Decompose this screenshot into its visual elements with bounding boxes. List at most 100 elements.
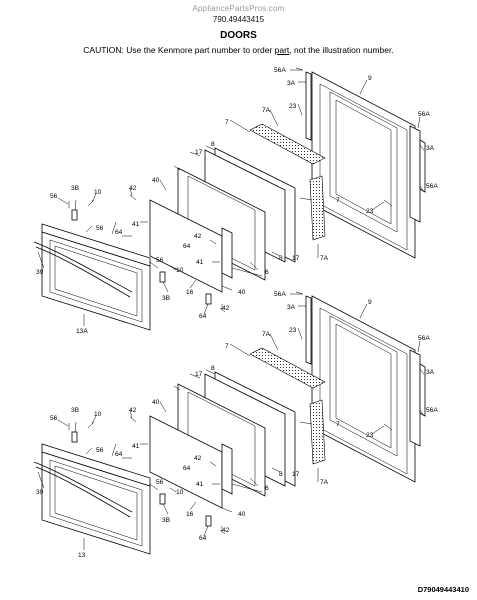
- upper-label-3b-b: 3B: [162, 295, 171, 302]
- upper-screw-42: [129, 194, 137, 201]
- lower-label-8-top: 8: [211, 365, 215, 372]
- upper-label-64-b: 64: [183, 243, 191, 250]
- upper-outer-panel-13a: [41, 223, 151, 331]
- lower-label-7a-top: 7A: [262, 331, 271, 338]
- upper-label-23-low: 23: [366, 208, 374, 215]
- caution-text-after: , not the illustration number.: [289, 45, 394, 55]
- lower-label-40-b: 40: [238, 511, 246, 518]
- lower-label-13: 13: [78, 552, 86, 559]
- lower-label-7a-low: 7A: [320, 479, 329, 486]
- lower-gasket-bottom: [309, 399, 326, 465]
- upper-label-56a-right: 56A: [418, 111, 430, 118]
- lower-label-56a-right-low: 56A: [426, 407, 438, 414]
- lower-label-10: 10: [94, 411, 102, 418]
- upper-hinge-3b-right: [159, 271, 166, 283]
- lower-label-41-a: 41: [132, 443, 140, 450]
- lower-frame-17-inner: [187, 391, 256, 487]
- lower-bracket-6: [221, 443, 233, 495]
- lower-label-56-c: 56: [156, 479, 164, 486]
- upper-label-10-b: 10: [176, 267, 184, 274]
- upper-label-17-top: 17: [195, 149, 203, 156]
- upper-hinge-3a: [305, 71, 312, 141]
- upper-label-56a-right-low: 56A: [426, 183, 438, 190]
- upper-screw-10: [87, 199, 95, 207]
- caution-note: CAUTION: Use the Kenmore part number to …: [0, 45, 477, 55]
- lower-screw-10: [87, 421, 95, 429]
- lower-label-64-c: 64: [199, 535, 207, 542]
- upper-glass-16: [149, 199, 223, 293]
- lower-label-9: 9: [368, 299, 372, 306]
- lower-handle-39b: [35, 466, 131, 518]
- lower-label-42-b: 42: [194, 455, 202, 462]
- upper-handle-39b: [35, 246, 131, 298]
- upper-leaders: [37, 69, 425, 326]
- upper-label-7a-top: 7A: [262, 107, 271, 114]
- lower-label-56-a: 56: [50, 415, 58, 422]
- upper-hinge-3b-left: [71, 209, 78, 221]
- upper-label-64-c: 64: [199, 313, 207, 320]
- lower-label-64-b: 64: [183, 465, 191, 472]
- upper-label-8-low: 8: [279, 255, 283, 262]
- upper-screw-42c: [219, 307, 226, 313]
- upper-screw-56a: [295, 67, 304, 71]
- lower-screw-23: [383, 423, 393, 431]
- upper-door-assembly: 56A 3A 9 23 7A 7 56A 3A 56A 23 7 7A 8 17…: [33, 67, 438, 335]
- caution-part-link[interactable]: part: [274, 45, 290, 55]
- upper-gasket-top: [249, 123, 326, 165]
- upper-bracket-6: [221, 227, 233, 279]
- lower-part-64: [205, 515, 212, 527]
- lower-hinge-3a-right: [419, 363, 426, 417]
- upper-label-56-b: 56: [96, 225, 104, 232]
- lower-label-56a-right: 56A: [418, 335, 430, 342]
- lower-inner-liner: [311, 295, 416, 483]
- upper-label-3a-right: 3A: [426, 145, 435, 152]
- lower-label-56-b: 56: [96, 447, 104, 454]
- lower-hinge-3b-left: [71, 431, 78, 443]
- lower-outer-panel-13: [41, 443, 151, 555]
- lower-label-23-low: 23: [366, 432, 374, 439]
- upper-label-39: 39: [36, 269, 44, 276]
- upper-label-3b-a: 3B: [71, 185, 80, 192]
- upper-side-trim: [409, 125, 421, 223]
- upper-label-10: 10: [94, 189, 102, 196]
- upper-label-64-a: 64: [115, 229, 123, 236]
- lower-label-17-top: 17: [195, 371, 203, 378]
- upper-label-8-top: 8: [211, 141, 215, 148]
- page-title: DOORS: [220, 30, 257, 41]
- upper-label-40: 40: [152, 177, 160, 184]
- lower-screw-42: [129, 416, 137, 423]
- upper-label-7-top: 7: [225, 119, 229, 126]
- upper-label-56a-top: 56A: [274, 67, 286, 74]
- lower-label-16: 16: [186, 511, 194, 518]
- lower-leaders: [37, 293, 425, 550]
- upper-hinge-3a-right: [419, 139, 426, 193]
- lower-label-39: 39: [36, 489, 44, 496]
- upper-label-7a-low: 7A: [320, 255, 329, 262]
- lower-screw-56a: [295, 291, 304, 295]
- model-number: 790.49443415: [212, 15, 265, 24]
- diagram-code: D79049443410: [417, 585, 469, 594]
- lower-screw-42b: [209, 461, 217, 467]
- lower-label-7-top: 7: [225, 343, 229, 350]
- lower-label-7-mid: 7: [336, 421, 340, 428]
- upper-label-17-low: 17: [292, 255, 300, 262]
- upper-label-23-top: 23: [289, 103, 297, 110]
- lower-label-3b-a: 3B: [71, 407, 80, 414]
- lower-door-assembly: 56A 3A 9 23 7A 7 56A 3A 56A 23 7 7A 8 17…: [33, 291, 438, 559]
- lower-label-10-b: 10: [176, 489, 184, 496]
- upper-label-42-b: 42: [194, 233, 202, 240]
- lower-label-6: 6: [265, 485, 269, 492]
- lower-label-42-a: 42: [129, 407, 137, 414]
- lower-label-17-low: 17: [292, 471, 300, 478]
- upper-label-41-b: 41: [196, 259, 204, 266]
- lower-label-40: 40: [152, 399, 160, 406]
- upper-handle-39: [33, 241, 133, 293]
- upper-label-41-a: 41: [132, 221, 140, 228]
- lower-hinge-3b-right: [159, 493, 166, 505]
- upper-frame-17: [177, 167, 266, 281]
- lower-handle-39: [33, 461, 133, 513]
- upper-label-56-a: 56: [50, 193, 58, 200]
- upper-label-42-c: 42: [222, 305, 230, 312]
- upper-label-16: 16: [186, 289, 194, 296]
